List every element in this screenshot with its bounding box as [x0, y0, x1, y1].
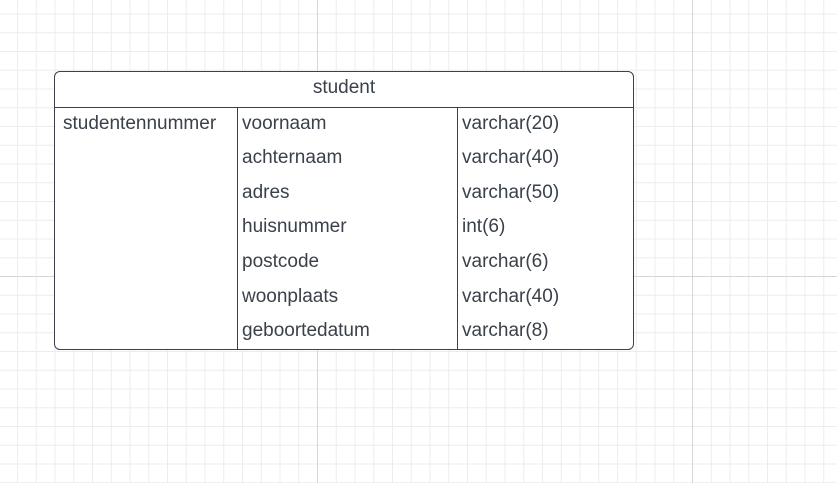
- attribute-type[interactable]: int(6): [462, 216, 506, 237]
- attribute-type[interactable]: varchar(20): [462, 113, 560, 134]
- primary-key-field[interactable]: studentennummer: [63, 113, 217, 134]
- attribute-type[interactable]: varchar(40): [462, 147, 560, 168]
- attribute-name[interactable]: geboortedatum: [242, 320, 370, 341]
- attribute-name[interactable]: achternaam: [242, 147, 343, 168]
- attribute-type[interactable]: varchar(50): [462, 182, 560, 203]
- attribute-type[interactable]: varchar(40): [462, 286, 560, 307]
- attribute-name[interactable]: adres: [242, 182, 290, 203]
- attribute-type[interactable]: varchar(6): [462, 251, 549, 272]
- entity-body: studentennummer voornaam achternaam adre…: [55, 108, 633, 349]
- attribute-name[interactable]: woonplaats: [242, 286, 339, 307]
- entity-title: student: [55, 72, 633, 108]
- attribute-name[interactable]: postcode: [242, 251, 320, 272]
- attribute-name-column: voornaam achternaam adres huisnummer pos…: [238, 108, 458, 349]
- entity-student[interactable]: student studentennummer voornaam achtern…: [54, 71, 634, 350]
- attribute-name[interactable]: huisnummer: [242, 216, 347, 237]
- key-column: studentennummer: [55, 108, 238, 349]
- attribute-name[interactable]: voornaam: [242, 113, 327, 134]
- attribute-type[interactable]: varchar(8): [462, 320, 549, 341]
- attribute-type-column: varchar(20) varchar(40) varchar(50) int(…: [458, 108, 633, 349]
